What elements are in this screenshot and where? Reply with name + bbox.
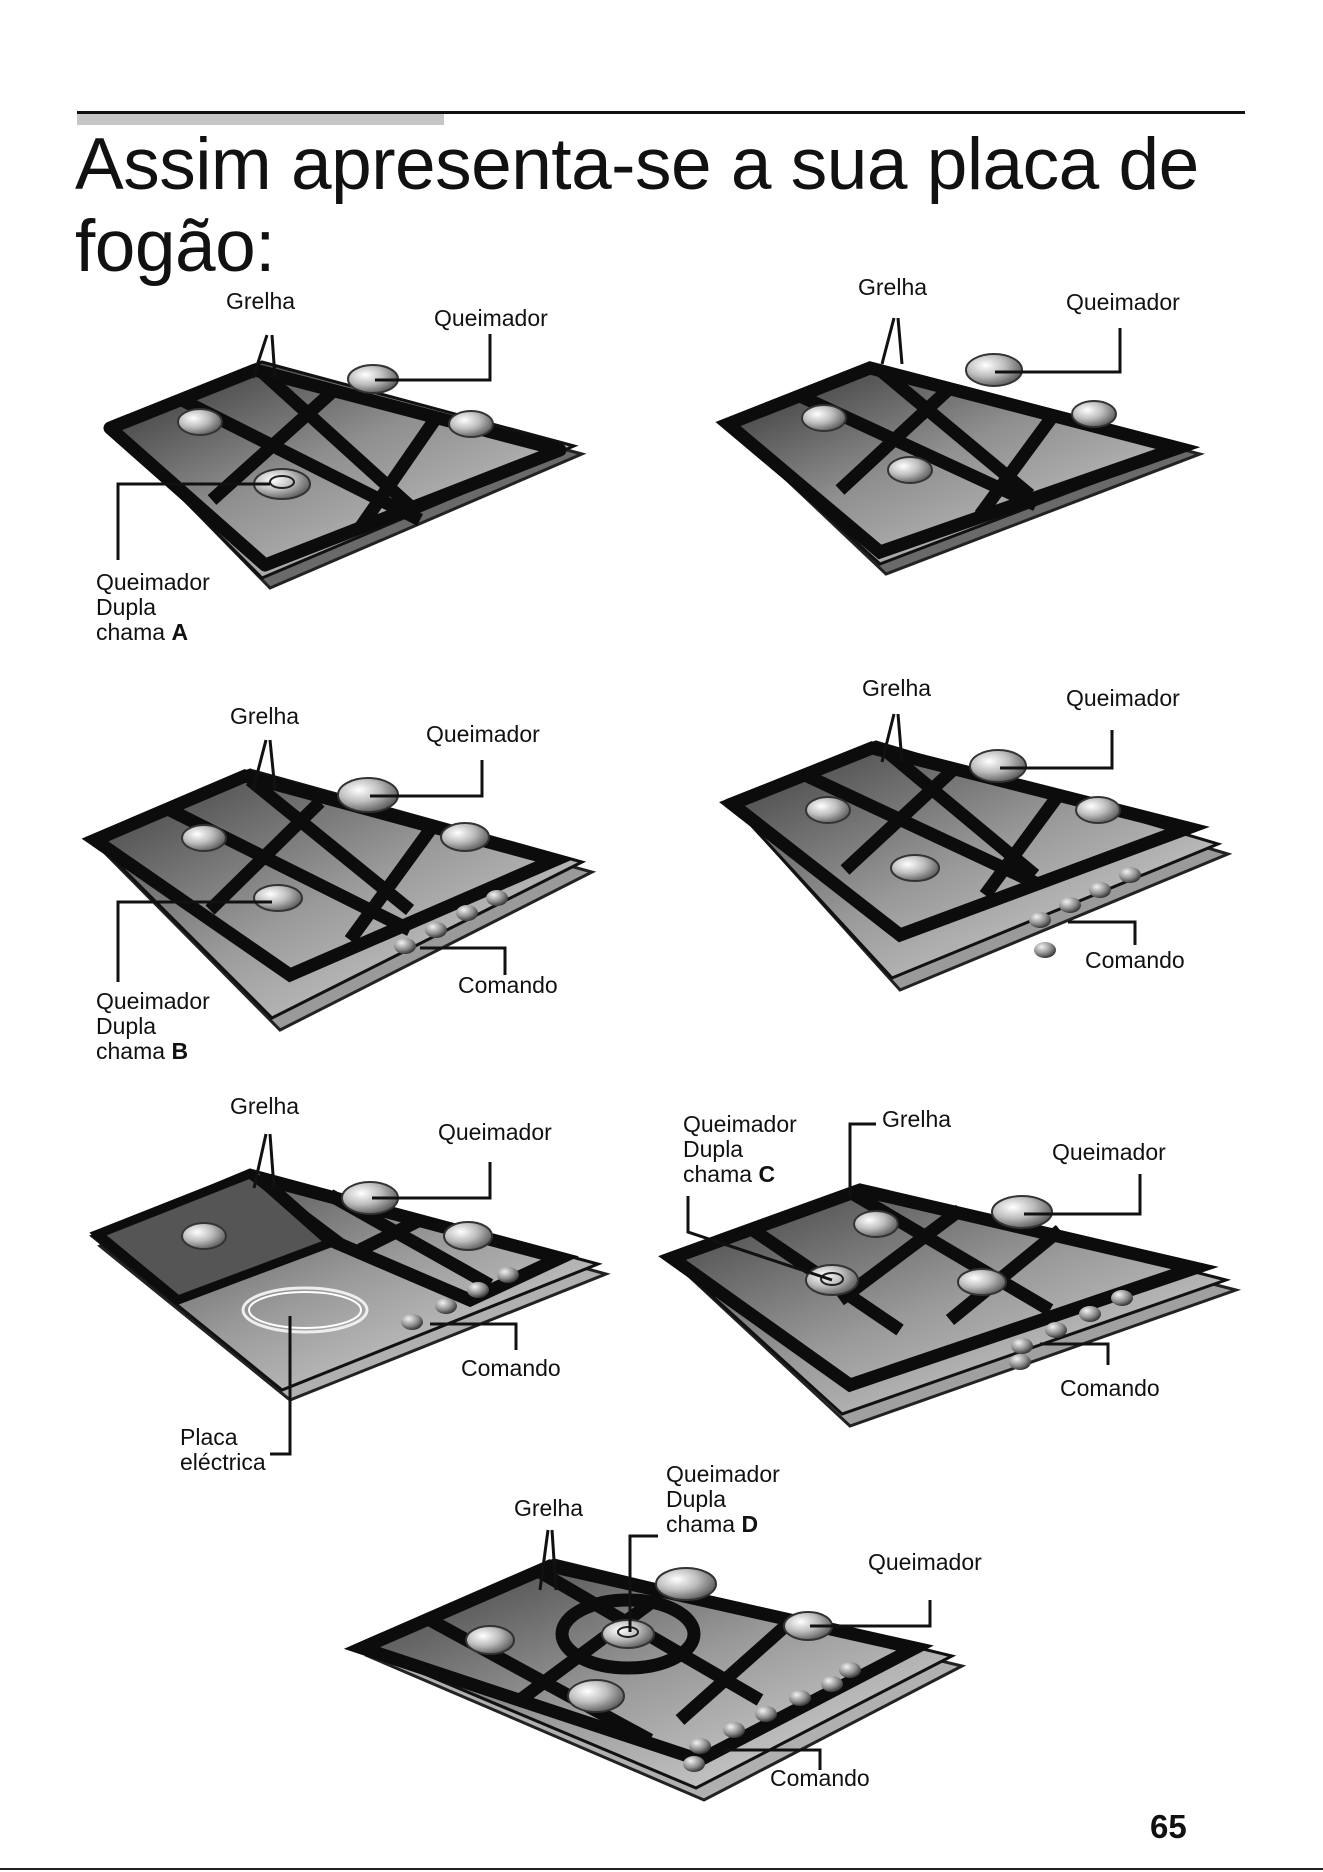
label-dual-flame-d: Queimador Dupla chama D — [666, 1461, 780, 1537]
knob-icon — [689, 1738, 711, 1754]
burner-icon — [957, 1268, 1007, 1296]
burner-icon — [853, 1210, 899, 1238]
label-grelha: Grelha — [230, 703, 300, 729]
page-title: Assim apresenta-se a sua placa de fogão: — [75, 124, 1275, 288]
burner-icon — [181, 1222, 227, 1250]
burner-icon — [465, 1625, 515, 1655]
burner-icon — [181, 824, 227, 852]
knob-icon — [1009, 1354, 1031, 1370]
knob-icon — [1029, 912, 1051, 928]
burner-icon — [965, 353, 1023, 387]
hob-2 — [715, 317, 1205, 576]
burner-icon — [601, 1619, 655, 1649]
knob-icon — [456, 905, 478, 921]
footer-rule — [0, 1868, 1323, 1870]
knob-icon — [789, 1690, 811, 1706]
knob-icon — [683, 1756, 705, 1772]
label-comando: Comando — [1085, 947, 1185, 973]
label-queimador: Queimador — [426, 721, 540, 747]
burner-icon — [655, 1567, 717, 1601]
knob-icon — [1034, 942, 1056, 958]
label-electric-plate: Placa eléctrica — [180, 1424, 266, 1475]
control-knobs — [683, 1662, 861, 1772]
knob-icon — [425, 922, 447, 938]
label-dual-flame-a: Queimador Dupla chama A — [96, 569, 210, 645]
knob-icon — [497, 1267, 519, 1283]
label-queimador: Queimador — [438, 1119, 552, 1145]
title-line-1: Assim apresenta-se a sua placa de — [75, 124, 1199, 205]
hob-6 — [658, 1122, 1242, 1428]
label-comando: Comando — [770, 1765, 870, 1791]
burner-icon — [177, 408, 223, 436]
label-comando: Comando — [1060, 1375, 1160, 1401]
electric-plate-icon — [241, 1286, 369, 1334]
burner-icon — [1075, 796, 1121, 824]
hob-3 — [81, 739, 597, 1032]
header-rule — [77, 111, 1245, 114]
label-grelha: Grelha — [882, 1106, 952, 1132]
label-dual-flame-c: Queimador Dupla chama C — [683, 1111, 797, 1187]
burner-icon — [448, 410, 494, 438]
header-rule-accent — [77, 113, 444, 125]
knob-icon — [1059, 897, 1081, 913]
label-comando: Comando — [461, 1355, 561, 1381]
burner-icon — [440, 822, 490, 852]
knob-icon — [394, 938, 416, 954]
knob-icon — [1119, 867, 1141, 883]
control-knobs — [401, 1267, 519, 1330]
burner-icon — [991, 1195, 1053, 1229]
knob-icon — [1111, 1290, 1133, 1306]
control-knobs — [394, 890, 508, 954]
burner-icon — [1071, 400, 1117, 428]
burner-icon — [887, 456, 933, 484]
hob-1 — [103, 334, 587, 590]
label-grelha: Grelha — [230, 1093, 300, 1119]
label-dual-flame-b: Queimador Dupla chama B — [96, 988, 210, 1064]
label-queimador: Queimador — [1066, 685, 1180, 711]
burner-icon — [801, 404, 847, 432]
burner-icon — [805, 796, 851, 824]
label-queimador: Queimador — [1052, 1139, 1166, 1165]
burner-icon — [567, 1679, 625, 1713]
label-grelha: Grelha — [514, 1495, 584, 1521]
knob-icon — [755, 1706, 777, 1722]
label-grelha: Grelha — [858, 274, 928, 300]
knob-icon — [1089, 882, 1111, 898]
page-number: 65 — [1150, 1808, 1187, 1845]
knob-icon — [486, 890, 508, 906]
label-comando: Comando — [458, 972, 558, 998]
label-queimador: Queimador — [1066, 289, 1180, 315]
knob-icon — [1079, 1306, 1101, 1322]
label-queimador: Queimador — [434, 305, 548, 331]
label-grelha: Grelha — [226, 288, 296, 314]
knob-icon — [723, 1722, 745, 1738]
knob-icon — [1011, 1338, 1033, 1354]
knob-icon — [435, 1298, 457, 1314]
label-queimador: Queimador — [868, 1549, 982, 1575]
hob-4 — [719, 713, 1233, 992]
knob-icon — [839, 1662, 861, 1678]
knob-icon — [1045, 1322, 1067, 1338]
hob-5 — [89, 1133, 611, 1456]
burner-icon — [253, 884, 303, 912]
control-knobs — [1029, 867, 1141, 958]
knob-icon — [401, 1314, 423, 1330]
burner-icon — [443, 1221, 493, 1251]
title-line-2: fogão: — [75, 206, 275, 287]
hob-7 — [343, 1529, 967, 1802]
knob-icon — [467, 1282, 489, 1298]
burner-icon — [890, 854, 940, 882]
knob-icon — [821, 1676, 843, 1692]
burner-icon — [969, 749, 1027, 783]
label-grelha: Grelha — [862, 675, 932, 701]
control-knobs — [1009, 1290, 1133, 1370]
